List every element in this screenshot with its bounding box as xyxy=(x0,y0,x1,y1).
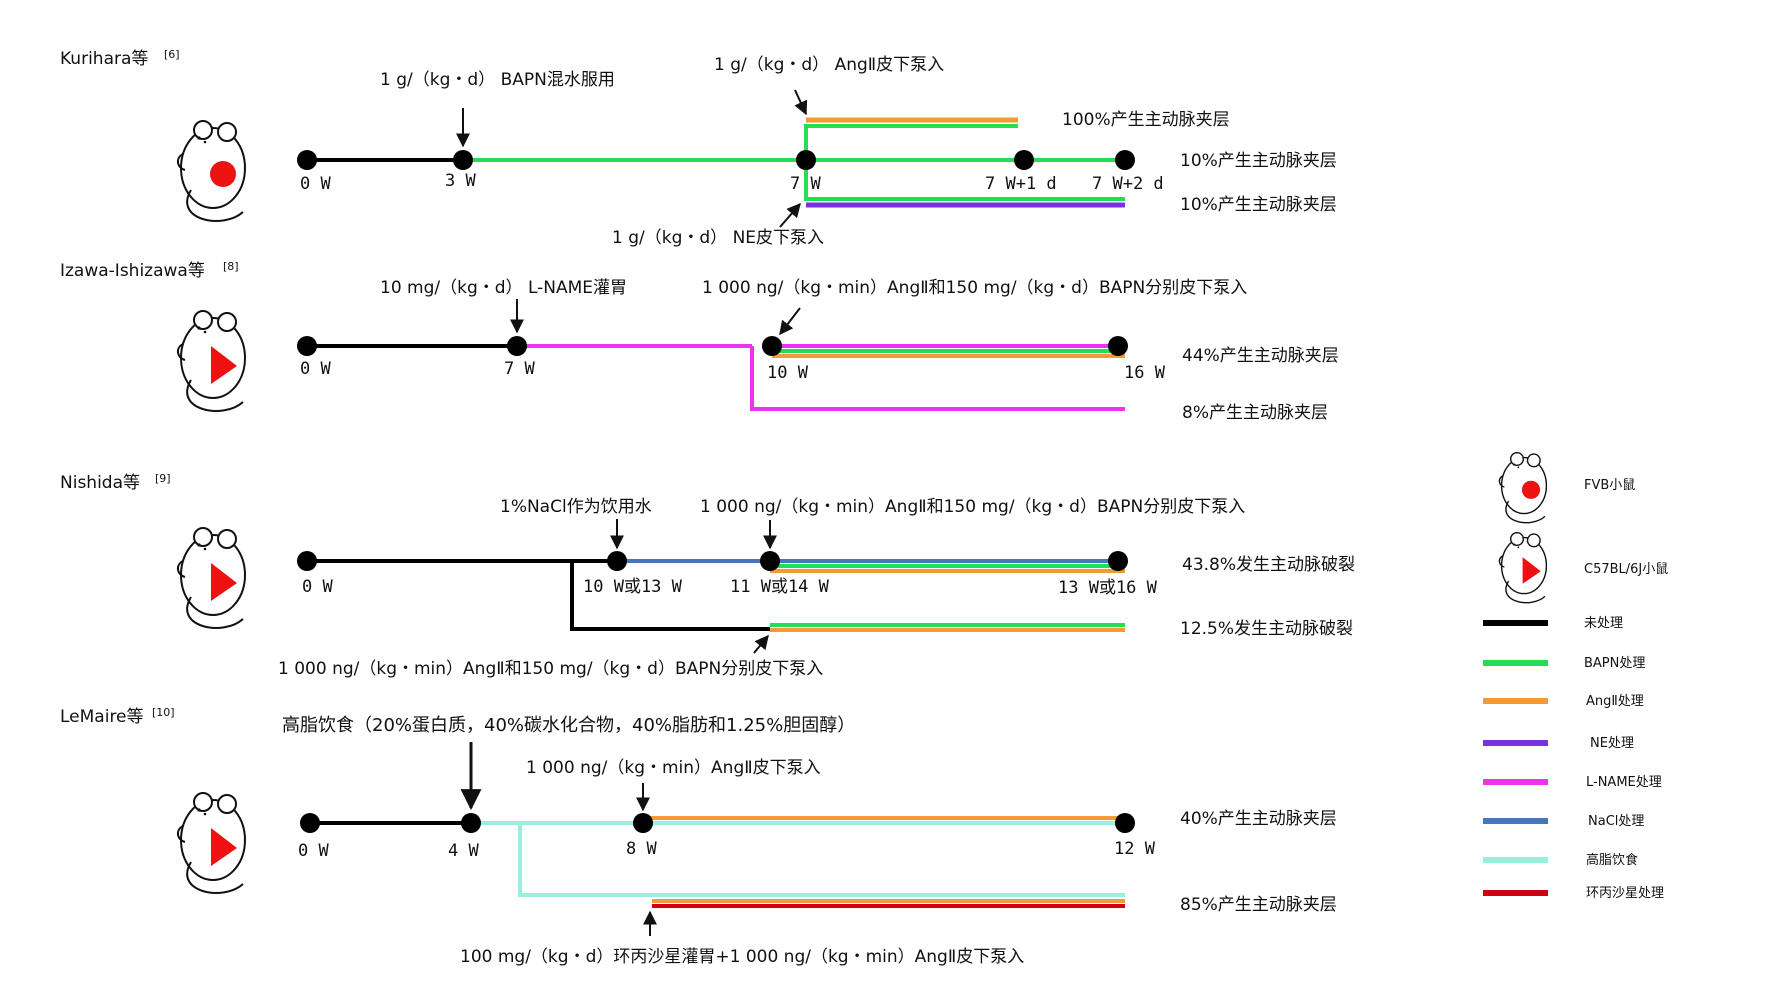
outcome: 8%产生主动脉夹层 xyxy=(1182,403,1328,423)
legend-label: C57BL/6J小鼠 xyxy=(1584,562,1668,577)
mouse-c57-icon xyxy=(176,527,246,629)
annotation: 1 000 ng/（kg・min）AngⅡ皮下泵入 xyxy=(526,758,821,778)
timepoint-dot xyxy=(762,336,782,356)
timepoint-dot xyxy=(607,551,627,571)
tick-label: 10 W xyxy=(767,363,809,383)
arrow xyxy=(753,634,769,654)
tick-label: 0 W xyxy=(298,841,329,861)
study-author: LeMaire等 xyxy=(60,707,144,727)
legend-label: AngⅡ处理 xyxy=(1586,694,1644,709)
outcome: 10%产生主动脉夹层 xyxy=(1180,195,1337,215)
timepoint-dot xyxy=(453,150,473,170)
legend: FVB小鼠 C57BL/6J小鼠 未处理 BAPN处理 AngⅡ处理 NE处理 L-NA… xyxy=(1483,452,1668,901)
study-ref: [9] xyxy=(155,472,171,485)
annotation: 1 g/（kg・d） AngⅡ皮下泵入 xyxy=(714,55,944,75)
tick-label: 7 W xyxy=(790,174,821,194)
annotation: 1 000 ng/（kg・min）AngⅡ和150 mg/（kg・d）BAPN分… xyxy=(278,659,823,679)
legend-label: 高脂饮食 xyxy=(1586,852,1638,868)
line-highfat-branch xyxy=(518,823,1125,897)
mouse-c57-icon xyxy=(176,792,246,894)
timepoint-dot xyxy=(760,551,780,571)
legend-label: BAPN处理 xyxy=(1584,656,1645,671)
line-untreated-branch xyxy=(570,561,770,631)
line-bapn-branch-down xyxy=(804,160,1125,201)
timepoint-dot xyxy=(1014,150,1034,170)
annotation: 1%NaCl作为饮用水 xyxy=(500,497,652,517)
tick-label: 8 W xyxy=(626,839,657,859)
legend-label: L-NAME处理 xyxy=(1586,775,1662,790)
annotation: 100 mg/（kg・d）环丙沙星灌胃+1 000 ng/（kg・min）Ang… xyxy=(460,947,1024,967)
outcome: 10%产生主动脉夹层 xyxy=(1180,151,1337,171)
outcome: 40%产生主动脉夹层 xyxy=(1180,809,1337,829)
timepoint-dot xyxy=(1115,813,1135,833)
tick-label: 7 W+2 d xyxy=(1092,174,1164,194)
outcome: 44%产生主动脉夹层 xyxy=(1182,346,1339,366)
timepoint-dot xyxy=(1108,336,1128,356)
study-author: Kurihara等 xyxy=(60,49,148,69)
tick-label: 3 W xyxy=(445,171,476,191)
legend-lines: 未处理 BAPN处理 AngⅡ处理 NE处理 L-NAME处理 NaCl处理高脂饮食环丙沙… xyxy=(1483,616,1664,901)
study-ref: [10] xyxy=(152,706,175,719)
timepoint-dot xyxy=(796,150,816,170)
timepoint-dot xyxy=(300,813,320,833)
timepoint-dot xyxy=(297,150,317,170)
timepoint-dot xyxy=(461,813,481,833)
arrow xyxy=(779,307,801,336)
legend-label: 环丙沙星处理 xyxy=(1586,886,1664,901)
study-kurihara: Kurihara等 [6] 0 W 3 W 7 W 7 W+1 d 7 W+2 … xyxy=(60,48,1337,248)
tick-label: 11 W或14 W xyxy=(730,577,830,597)
tick-label: 0 W xyxy=(300,359,331,379)
annotation: 1 g/（kg・d） BAPN混水服用 xyxy=(380,70,615,90)
legend-label: NE处理 xyxy=(1590,736,1634,751)
annotation: 10 mg/（kg・d） L-NAME灌胃 xyxy=(380,278,627,298)
outcome: 100%产生主动脉夹层 xyxy=(1062,110,1230,130)
annotation: 1 000 ng/（kg・min）AngⅡ和150 mg/（kg・d）BAPN分… xyxy=(700,497,1245,517)
timepoint-dot xyxy=(297,551,317,571)
study-author: Nishida等 xyxy=(60,473,140,493)
tick-label: 7 W+1 d xyxy=(985,174,1057,194)
mouse-c57-icon xyxy=(176,310,246,412)
tick-label: 12 W xyxy=(1114,839,1156,859)
legend-label: 未处理 xyxy=(1584,616,1623,631)
tick-label: 13 W或16 W xyxy=(1058,578,1158,598)
outcome: 12.5%发生主动脉破裂 xyxy=(1180,619,1353,639)
tick-label: 4 W xyxy=(448,841,479,861)
study-nishida: Nishida等 [9] 0 W 10 W或13 W 11 W或14 W 13 … xyxy=(60,472,1355,679)
outcome: 43.8%发生主动脉破裂 xyxy=(1182,555,1355,575)
tick-label: 10 W或13 W xyxy=(583,577,683,597)
arrow xyxy=(779,202,801,228)
tick-label: 16 W xyxy=(1124,363,1166,383)
mouse-fvb-icon xyxy=(1498,452,1548,524)
timepoint-dot xyxy=(633,813,653,833)
study-ref: [8] xyxy=(223,260,239,273)
legend-label: FVB小鼠 xyxy=(1584,478,1635,493)
study-lemaire: LeMaire等 [10] 0 W 4 W 8 W 12 W 高脂饮食（20%蛋… xyxy=(60,706,1337,967)
study-author: Izawa-Ishizawa等 xyxy=(60,261,205,281)
study-izawa-ishizawa: Izawa-Ishizawa等 [8] 0 W 7 W 10 W 16 W 10… xyxy=(60,260,1339,423)
annotation: 1 000 ng/（kg・min）AngⅡ和150 mg/（kg・d）BAPN分… xyxy=(702,278,1247,298)
tick-label: 0 W xyxy=(302,577,333,597)
outcome: 85%产生主动脉夹层 xyxy=(1180,895,1337,915)
tick-label: 7 W xyxy=(504,359,535,379)
legend-label: NaCl处理 xyxy=(1588,814,1644,829)
timepoint-dot xyxy=(1115,150,1135,170)
line-bapn-branch-up xyxy=(804,124,1018,160)
annotation: 高脂饮食（20%蛋白质，40%碳水化合物，40%脂肪和1.25%胆固醇） xyxy=(282,715,855,736)
timepoint-dot xyxy=(1108,551,1128,571)
timepoint-dot xyxy=(297,336,317,356)
arrow xyxy=(794,89,808,116)
tick-label: 0 W xyxy=(300,174,331,194)
mouse-fvb-icon xyxy=(176,120,246,222)
mouse-c57-icon xyxy=(1498,532,1548,604)
timepoint-dot xyxy=(507,336,527,356)
study-ref: [6] xyxy=(164,48,180,61)
annotation: 1 g/（kg・d） NE皮下泵入 xyxy=(612,228,824,248)
line-lname-branch xyxy=(750,346,1125,411)
